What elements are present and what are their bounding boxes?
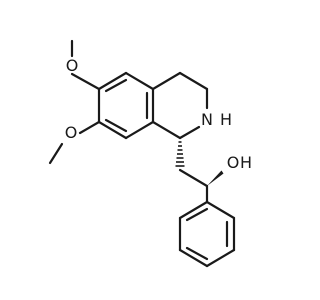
aromatic-double-bond [104,78,128,93]
stereo-hash-bond [175,141,185,167]
ring-bond [151,120,182,140]
phenyl-bond [178,200,209,220]
phenyl-double-bond [185,207,209,222]
aromatic-bond [97,120,128,140]
nitrogen-hydrogen-label: H [220,110,232,129]
phenyl-bond [205,248,236,268]
bond-o-top-ring [70,72,101,91]
hydroxyl-oxygen-label: O [227,153,240,172]
phenyl-bond [178,248,209,268]
stereo-wedge-bond [207,170,224,186]
bond-methyl-o-bottom [48,142,64,165]
bond-o-bottom-ring [78,120,101,135]
oxygen-label-bottom: O [65,123,78,142]
aromatic-bond [124,71,155,91]
molecule-structure: O O N H O H [48,39,252,268]
aromatic-bond [124,120,155,140]
phenyl-double-bond [185,246,209,261]
aromatic-bond [97,71,128,91]
phenyl-bond [205,200,236,220]
ring-bond [178,71,209,91]
ring-bond [178,125,201,140]
oxygen-label-top: O [66,56,79,75]
aromatic-double-bond [104,118,128,133]
chain-bond [178,168,209,188]
nitrogen-label: N [201,110,213,129]
ring-bond [151,71,182,91]
bonds [48,39,236,268]
atom-labels: O O N H O H [65,56,252,172]
hydroxyl-hydrogen-label: H [240,153,252,172]
